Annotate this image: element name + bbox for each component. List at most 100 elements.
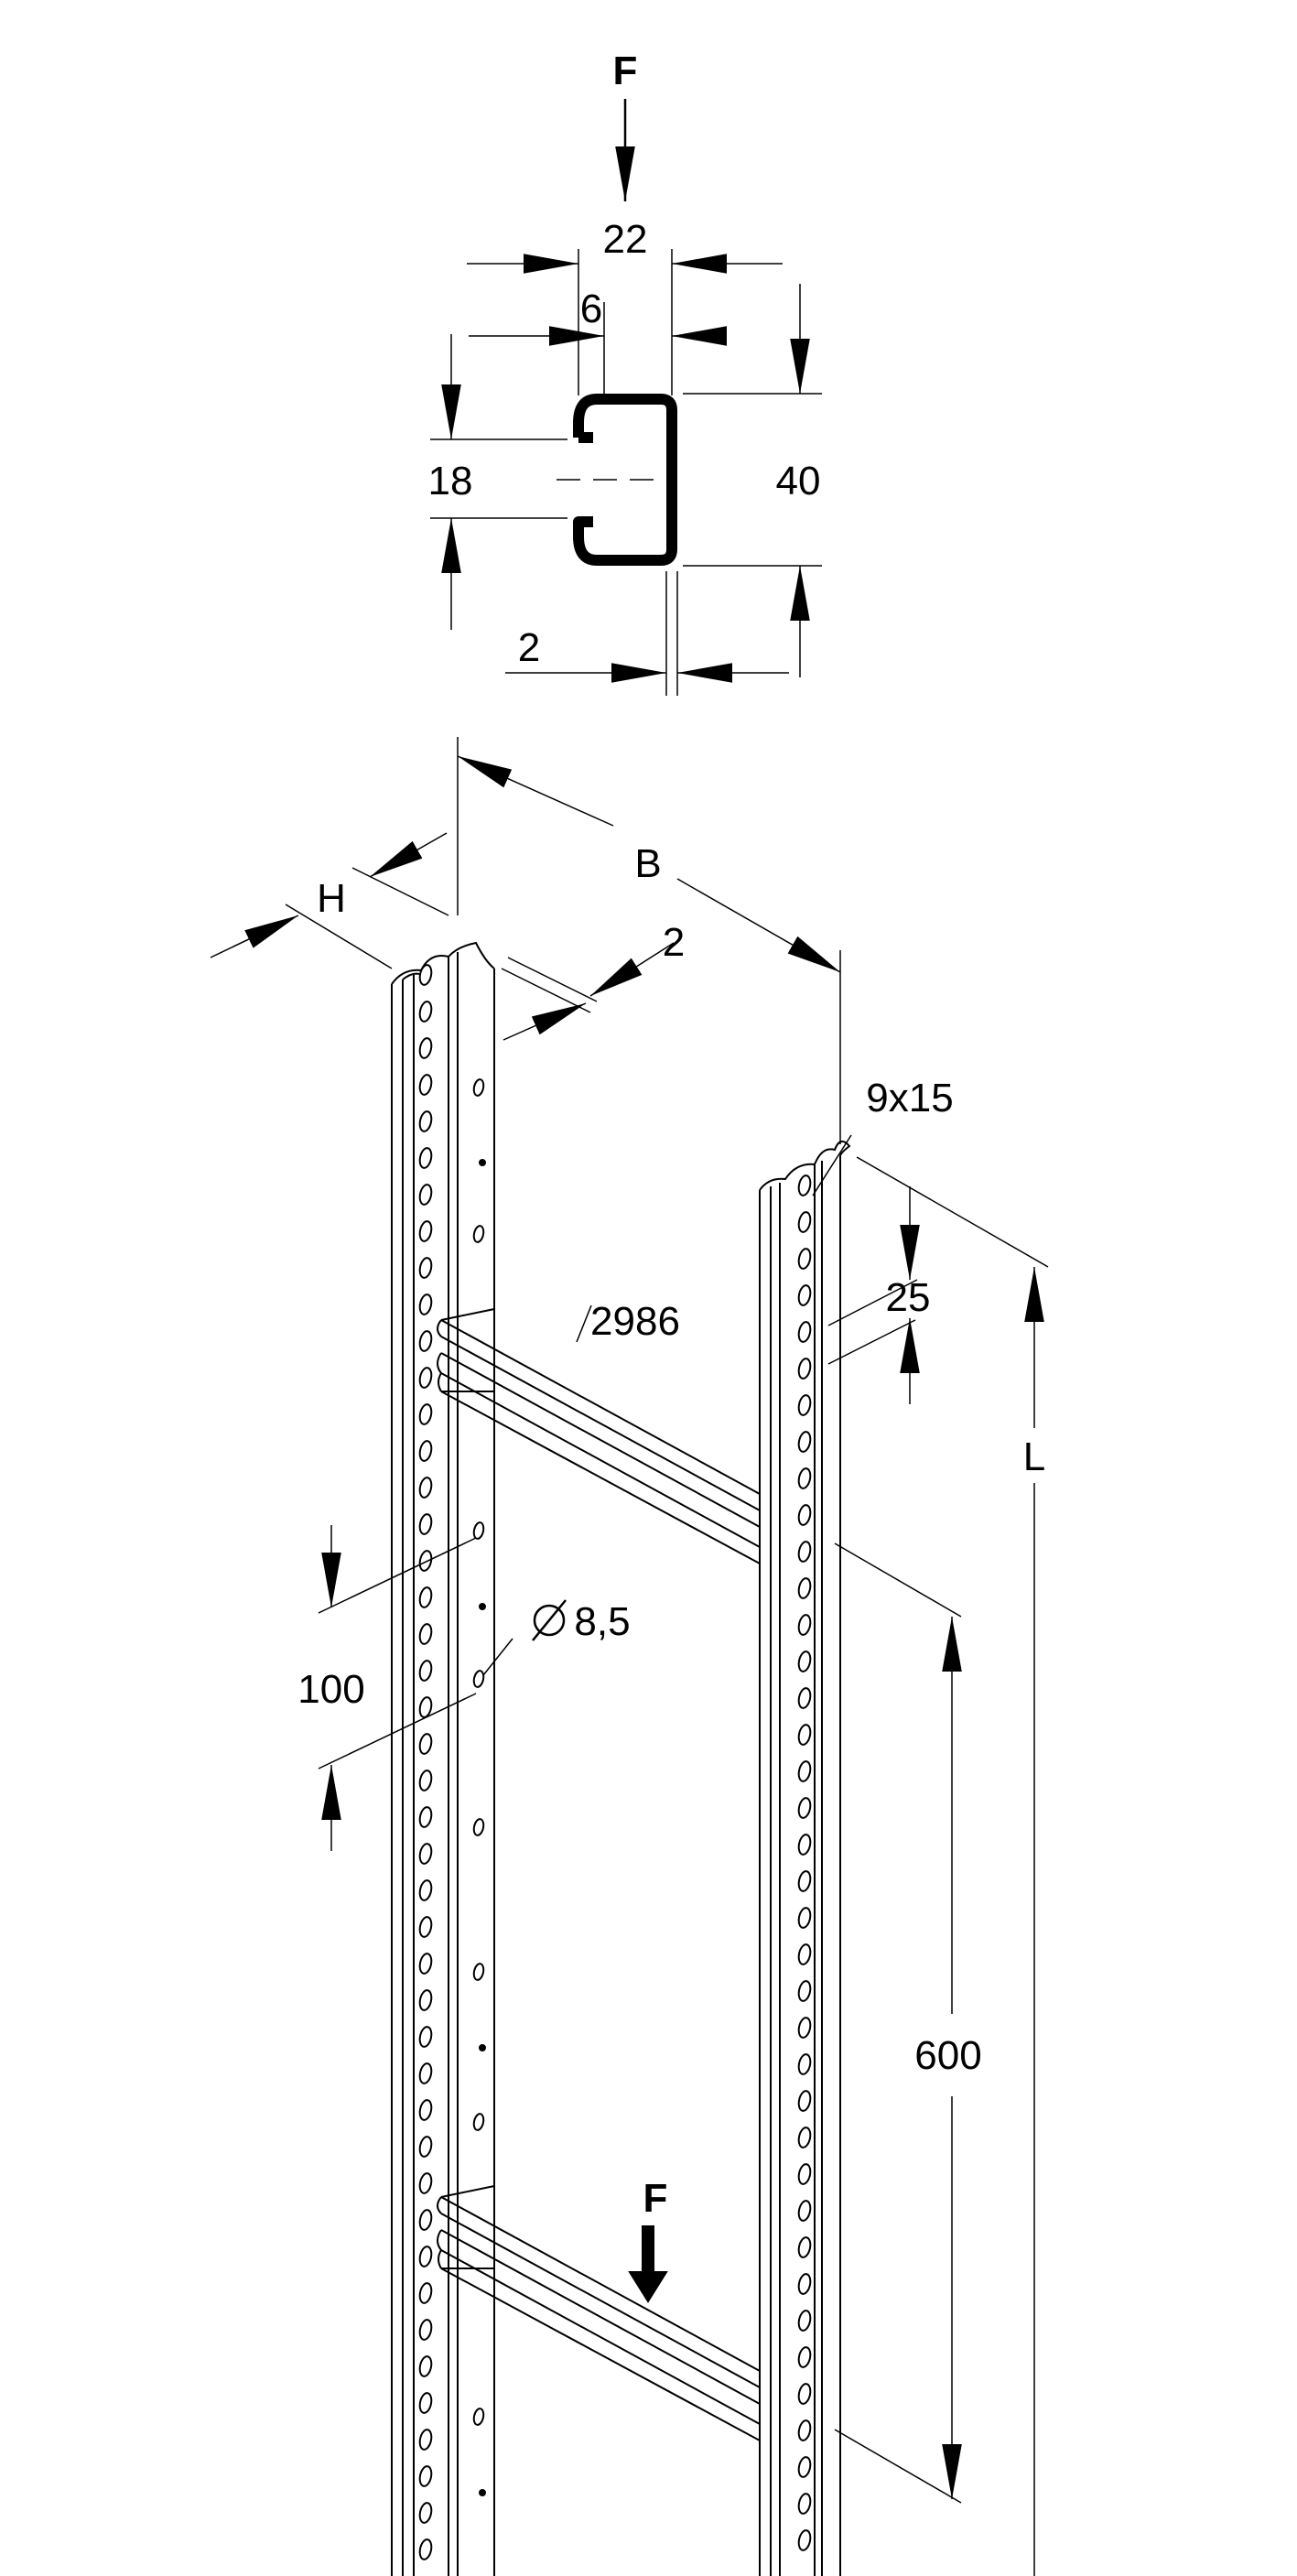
dim-2-ladder-ext-b xyxy=(501,968,591,1013)
round-hole xyxy=(472,1078,485,1097)
dim-600-ext-bottom xyxy=(834,2429,962,2504)
stile-slot xyxy=(418,1953,433,1975)
stile-slot xyxy=(418,1403,433,1425)
small-hole xyxy=(479,2044,486,2051)
stile-slot xyxy=(797,2163,812,2185)
round-hole xyxy=(472,2408,485,2426)
stile-slot xyxy=(418,1550,433,1572)
stile-slot xyxy=(418,2465,433,2487)
dim-H-arrow-b xyxy=(210,915,299,958)
force-arrow-rung xyxy=(628,2225,668,2303)
stile-slot xyxy=(797,2529,812,2551)
stile-slot xyxy=(797,2053,812,2075)
stile-slot xyxy=(797,1541,812,1563)
slot-9x15-label: 9x15 xyxy=(866,1076,953,1120)
stile-slot xyxy=(418,1257,433,1279)
dim-L-ext xyxy=(856,1156,1049,1268)
slot-leader xyxy=(812,1134,852,1196)
thickness-2-ladder-label: 2 xyxy=(663,920,685,965)
stile-slot xyxy=(797,1651,812,1672)
stile-slot xyxy=(418,1806,433,1828)
stile-slot xyxy=(418,2282,433,2304)
diameter-icon xyxy=(533,1604,566,1637)
stile-slot xyxy=(797,1284,812,1306)
stile-slot xyxy=(797,1870,812,1892)
stile-slot xyxy=(418,2355,433,2377)
round-hole xyxy=(472,1521,485,1540)
stile-slot xyxy=(418,2538,433,2560)
stile-slot xyxy=(797,1980,812,2002)
stile-slot xyxy=(797,2090,812,2112)
stile-slot xyxy=(797,2383,812,2405)
dim-100-ext-bottom xyxy=(318,1693,477,1770)
stile-slot xyxy=(418,2099,433,2121)
height-40-label: 40 xyxy=(776,459,821,503)
stile-slot xyxy=(418,1989,433,2011)
round-hole xyxy=(472,1225,485,1243)
stile-slot xyxy=(797,1834,812,1856)
dim-2-ladder-arrow-b xyxy=(503,1002,587,1041)
hole-leader xyxy=(482,1638,513,1676)
stile-slot xyxy=(797,1797,812,1819)
stile-slot xyxy=(418,1843,433,1865)
dim-B-arrow-left xyxy=(457,755,614,827)
stile-slot xyxy=(418,1696,433,1718)
ladder xyxy=(210,737,1049,2576)
round-hole xyxy=(472,1670,485,1688)
stile-slot xyxy=(797,2456,812,2478)
dim-100-ext-top xyxy=(318,1537,477,1614)
stile-slot xyxy=(797,2200,812,2222)
dim-L-label: L xyxy=(1023,1434,1045,1479)
width-22-label: 22 xyxy=(603,217,648,262)
round-hole xyxy=(472,1963,485,1981)
stile-slot xyxy=(797,2346,812,2368)
left-stile-slots xyxy=(418,964,433,2560)
stile-slot xyxy=(418,2429,433,2451)
stile-slot xyxy=(797,1504,812,1526)
stile-slot xyxy=(797,1577,812,1599)
stile-slot xyxy=(797,1614,812,1636)
stile-slot xyxy=(797,1687,812,1709)
stile-slot xyxy=(418,1037,433,1059)
round-hole xyxy=(472,1818,485,1836)
stile-slot xyxy=(797,1248,812,1270)
stile-slot xyxy=(797,1943,812,1965)
dim-25-ext-bottom xyxy=(827,1319,916,1365)
pitch-100-label: 100 xyxy=(297,1667,364,1712)
stile-slot xyxy=(797,1358,812,1380)
stile-slot xyxy=(418,1220,433,1242)
dim-25-label: 25 xyxy=(886,1275,931,1320)
dim-H-ext-a xyxy=(351,867,449,916)
stile-slot xyxy=(797,1321,812,1343)
stile-slot xyxy=(797,1724,812,1746)
stile-slot xyxy=(797,2127,812,2148)
dim-25-ext-top xyxy=(827,1279,918,1326)
right-stile xyxy=(759,1140,851,2576)
stile-slot xyxy=(797,2419,812,2441)
stile-slot xyxy=(418,964,433,986)
stile-slot xyxy=(797,1211,812,1233)
stile-slot xyxy=(418,1110,433,1132)
stile-slot xyxy=(797,1760,812,1782)
stile-slot xyxy=(797,1394,812,1416)
stile-slot xyxy=(418,2246,433,2268)
stile-slot xyxy=(418,1001,433,1023)
stile-slot xyxy=(797,2493,812,2515)
rung-lower xyxy=(437,2185,761,2441)
rung-2986-label: 2986 xyxy=(590,1299,680,1344)
dim-H-arrow-a xyxy=(369,832,448,878)
rung-pitch-600-label: 600 xyxy=(914,2033,981,2078)
stile-slot xyxy=(797,1431,812,1453)
width-6-label: 6 xyxy=(580,287,602,331)
stile-slot xyxy=(418,1367,433,1389)
stile-slot xyxy=(418,1586,433,1608)
dim-B-arrow-right xyxy=(676,878,841,973)
left-stile-round-holes xyxy=(472,1078,486,2496)
stile-slot xyxy=(418,1330,433,1352)
stile-slot xyxy=(797,2017,812,2039)
left-stile xyxy=(391,941,495,2576)
stile-slot xyxy=(418,1513,433,1535)
stile-slot xyxy=(418,1879,433,1901)
